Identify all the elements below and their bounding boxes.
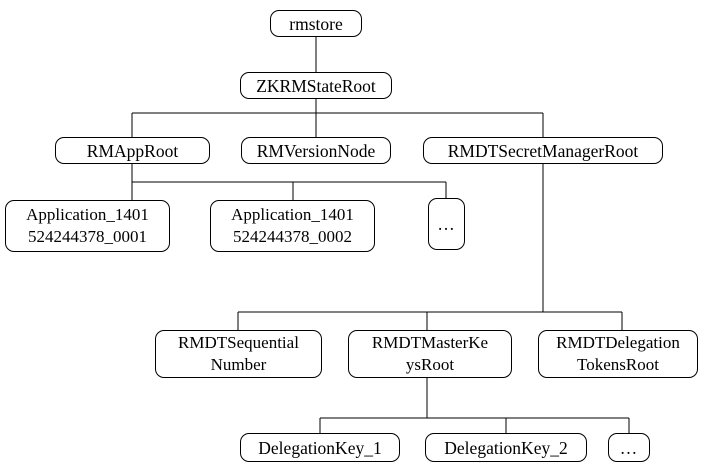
node-zkrmstateroot-label: ZKRMStateRoot xyxy=(256,75,376,96)
node-rmversionnode-label: RMVersionNode xyxy=(256,140,376,161)
node-zkrmstateroot: ZKRMStateRoot xyxy=(240,72,392,99)
node-rmdtsequentialnumber-line1: RMDTSequential xyxy=(178,333,299,352)
node-application-0001-line2: 524244378_0001 xyxy=(28,227,147,246)
node-application-ellipsis: … xyxy=(428,198,465,250)
node-rmapproot-label: RMAppRoot xyxy=(86,140,179,161)
node-rmdtdelegationtokensroot-line2: TokensRoot xyxy=(577,355,659,374)
node-rmstore: rmstore xyxy=(270,10,362,37)
node-rmdtmasterkeysroot: RMDTMasterKe ysRoot xyxy=(348,330,512,378)
node-rmdtsequentialnumber: RMDTSequential Number xyxy=(155,330,322,378)
node-rmdtmasterkeysroot-line2: ysRoot xyxy=(405,355,455,374)
node-rmdtmasterkeysroot-line1: RMDTMasterKe xyxy=(371,333,489,352)
node-rmdtdelegationtokensroot-line1: RMDTDelegation xyxy=(556,333,680,352)
node-rmstore-label: rmstore xyxy=(289,13,343,34)
node-rmdtsecretmanagerroot: RMDTSecretManagerRoot xyxy=(423,137,663,164)
node-application-0001: Application_1401 524244378_0001 xyxy=(5,200,170,252)
node-rmversionnode: RMVersionNode xyxy=(241,137,391,164)
node-delegationkey-ellipsis-label: … xyxy=(619,437,639,458)
node-application-0002-line1: Application_1401 xyxy=(231,205,354,224)
node-application-0002: Application_1401 524244378_0002 xyxy=(210,200,375,252)
node-rmdtsequentialnumber-line2: Number xyxy=(210,355,267,374)
node-delegationkey-2: DelegationKey_2 xyxy=(425,433,587,462)
node-application-ellipsis-label: … xyxy=(437,214,456,234)
node-application-0001-line1: Application_1401 xyxy=(26,205,149,224)
node-delegationkey-2-label: DelegationKey_2 xyxy=(444,437,568,458)
node-delegationkey-1-label: DelegationKey_1 xyxy=(258,437,382,458)
node-rmdtdelegationtokensroot: RMDTDelegation TokensRoot xyxy=(538,330,698,378)
node-delegationkey-ellipsis: … xyxy=(608,433,650,462)
node-delegationkey-1: DelegationKey_1 xyxy=(240,433,400,462)
node-rmdtsecretmanagerroot-label: RMDTSecretManagerRoot xyxy=(447,140,639,161)
node-application-0002-line2: 524244378_0002 xyxy=(233,227,352,246)
node-rmapproot: RMAppRoot xyxy=(55,137,210,164)
